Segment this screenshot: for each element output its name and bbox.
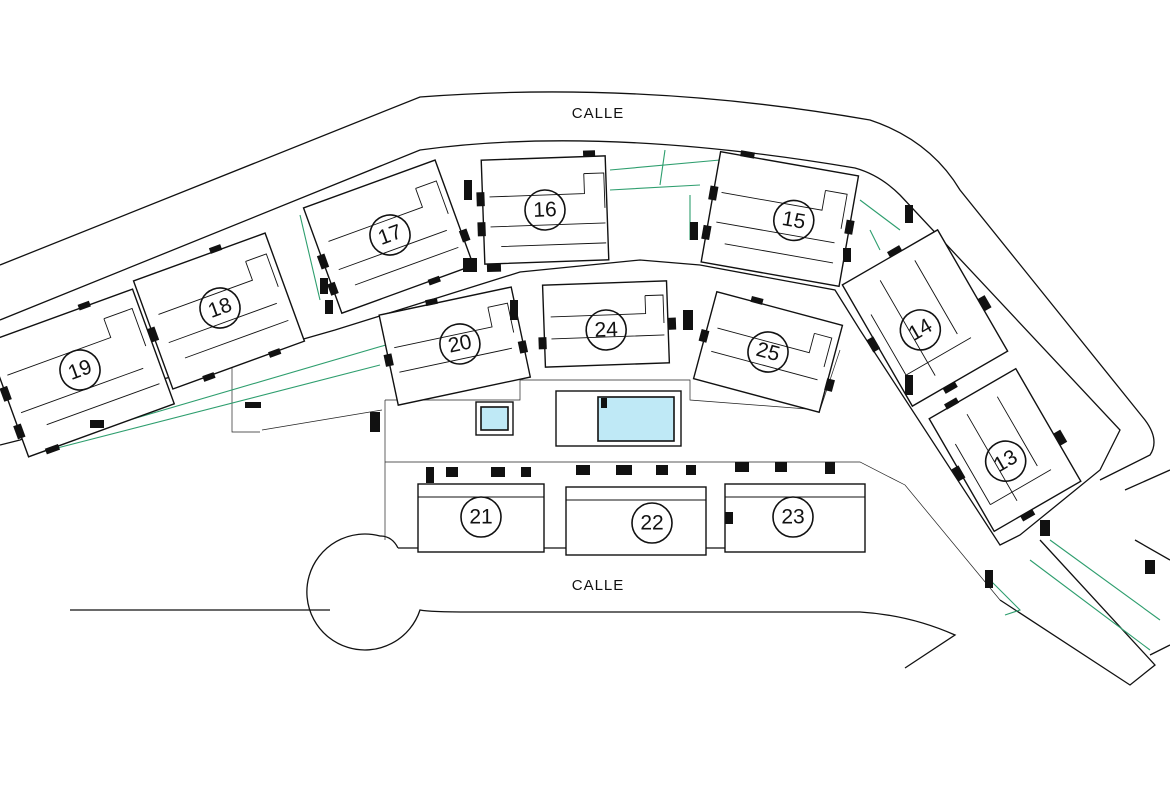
unit-15[interactable]: 15 xyxy=(697,146,863,288)
landscape-line-1 xyxy=(94,334,421,431)
unit-25[interactable]: 25 xyxy=(689,286,851,415)
detail-blocks xyxy=(90,180,1155,588)
unit-number-23: 23 xyxy=(781,506,804,529)
unit-22[interactable]: 22 xyxy=(565,465,707,556)
unit-18[interactable]: 18 xyxy=(128,228,306,394)
landscape-line-2 xyxy=(29,364,381,456)
site-boundary xyxy=(0,140,1121,601)
cul-de-sac xyxy=(306,533,957,669)
unit-number-21: 21 xyxy=(469,506,492,529)
landscape-line-5 xyxy=(1029,539,1161,651)
unit-number-16: 16 xyxy=(533,198,557,222)
landscape-line-3 xyxy=(609,159,721,191)
east-edge-lines xyxy=(1124,469,1170,656)
north-road-outer-edge xyxy=(0,91,1155,481)
unit-number-22: 22 xyxy=(640,512,663,535)
unit-14[interactable]: 14 xyxy=(833,221,1017,415)
inner-site-boundary xyxy=(0,140,1121,546)
street-label-south: CALLE xyxy=(572,577,625,594)
unit-23[interactable]: 23 xyxy=(724,462,866,553)
unit-17[interactable]: 17 xyxy=(300,158,481,318)
east-road-lower xyxy=(999,539,1156,686)
unit-number-20: 20 xyxy=(446,330,474,357)
unit-13[interactable]: 13 xyxy=(922,360,1091,539)
pool-area xyxy=(475,390,682,447)
unit-number-24: 24 xyxy=(594,318,618,342)
main-pool xyxy=(597,396,675,442)
unit-number-15: 15 xyxy=(780,207,807,234)
jacuzzi xyxy=(480,406,509,431)
landscape-line-8 xyxy=(989,579,1022,616)
landscape-line-4 xyxy=(859,199,901,251)
unit-21[interactable]: 21 xyxy=(417,467,545,553)
street-label-north: CALLE xyxy=(572,105,625,122)
unit-20[interactable]: 20 xyxy=(374,282,533,406)
unit-24[interactable]: 24 xyxy=(537,280,678,368)
unit-19[interactable]: 19 xyxy=(0,285,176,462)
unit-16[interactable]: 16 xyxy=(475,150,610,273)
west-path xyxy=(231,355,383,433)
